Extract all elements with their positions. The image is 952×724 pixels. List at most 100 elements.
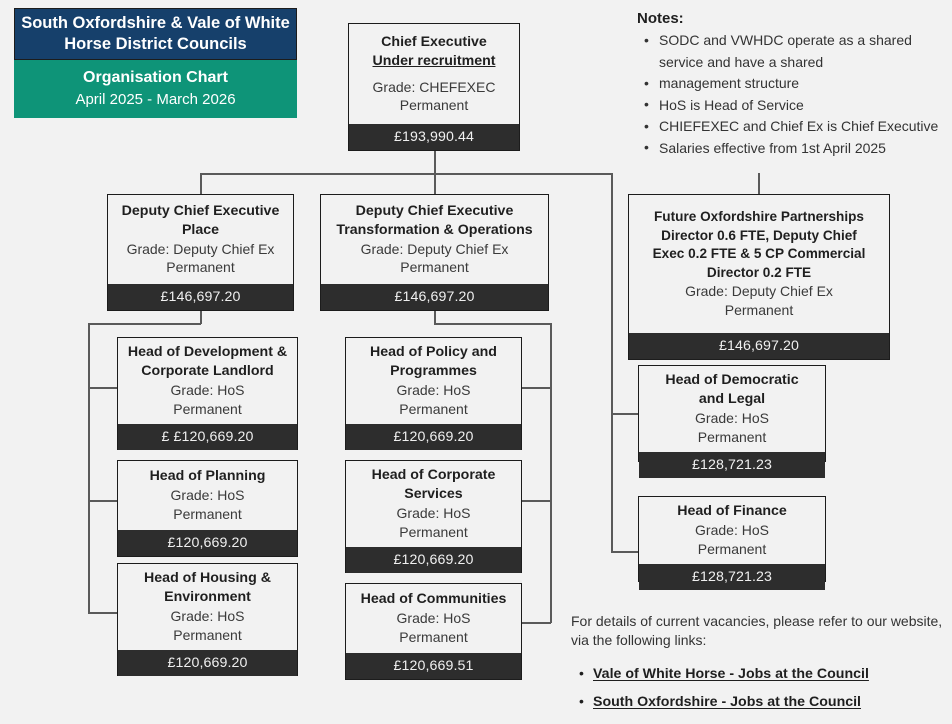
list-item: South Oxfordshire - Jobs at the Council [571,688,952,716]
node-role-line: Head of Planning [149,468,266,484]
node-tenure: Permanent [399,523,468,540]
node-salary: £128,721.23 [639,564,825,590]
connector-drop-place [200,173,202,195]
node-grade: Grade: HoS [170,487,245,503]
link-vale-of-white-horse-jobs[interactable]: Vale of White Horse - Jobs at the Counci… [593,666,869,682]
node-tenure: Permanent [724,301,794,318]
node-tenure: Permanent [697,540,767,557]
node-body: Head of Planning Grade: HoS Permanent [118,461,297,530]
node-chief-executive[interactable]: Chief Executive Under recruitment Grade:… [348,23,520,151]
node-future-oxfordshire-partnerships[interactable]: Future Oxfordshire Partnerships Director… [628,194,890,360]
node-role-line: Director 0.6 FTE, Deputy Chief [661,227,857,243]
node-tenure: Permanent [166,259,235,275]
connector-place-drop [200,310,202,324]
node-head-of-corporate-services[interactable]: Head of Corporate Services Grade: HoS Pe… [345,460,522,573]
node-grade: Grade: HoS [695,410,769,426]
node-role-line: Head of Finance [677,503,787,519]
connector-left-stub-planning [88,500,117,502]
node-head-of-planning[interactable]: Head of Planning Grade: HoS Permanent £1… [117,460,298,557]
node-role-line: Head of Development & [127,344,288,360]
notes-item: SODC and VWHDC operate as a shared servi… [637,30,952,73]
node-head-of-development-corporate-landlord[interactable]: Head of Development & Corporate Landlord… [117,337,298,450]
notes-heading: Notes: [637,10,684,27]
connector-left-spine [88,323,90,613]
vacancies-footer: For details of current vacancies, please… [571,612,952,716]
node-role-line: Environment [164,589,251,605]
node-tenure: Permanent [400,259,469,275]
node-role-line: Deputy Chief Executive [121,202,280,219]
node-body: Head of Communities Grade: HoS Permanent [346,584,521,653]
node-tenure: Permanent [173,400,242,417]
node-salary: £ £120,669.20 [118,424,297,450]
connector-middle-stub-policy [521,387,551,389]
council-name-text: South Oxfordshire & Vale of White Horse … [21,14,290,53]
node-role-line: Head of Corporate [371,467,496,483]
node-role-line: Future Oxfordshire Partnerships [654,209,864,224]
notes-item: CHIEFEXEC and Chief Ex is Chief Executiv… [637,116,952,138]
chart-period-text: April 2025 - March 2026 [75,91,236,108]
link-south-oxfordshire-jobs[interactable]: South Oxfordshire - Jobs at the Council [593,694,862,710]
node-deputy-chief-executive-place[interactable]: Deputy Chief Executive Place Grade: Depu… [107,194,294,311]
node-salary: £146,697.20 [629,333,889,359]
node-role-line: Transformation & Operations [336,221,533,238]
node-role-line: Head of Democratic [665,372,799,388]
node-grade: Grade: CHEFEXEC [372,78,496,95]
node-role-line: Services [404,486,463,502]
connector-transformation-elbow [434,323,551,325]
node-grade: Grade: Deputy Chief Ex [126,240,275,257]
connector-top-bus [200,173,612,175]
node-salary: £120,669.51 [346,653,521,679]
node-head-of-housing-environment[interactable]: Head of Housing & Environment Grade: HoS… [117,563,298,676]
node-body: Head of Development & Corporate Landlord… [118,338,297,424]
connector-middle-stub-communities [521,622,551,624]
node-grade: Grade: HoS [170,608,245,624]
node-head-of-communities[interactable]: Head of Communities Grade: HoS Permanent… [345,583,522,680]
connector-drop-transformation [434,173,436,195]
node-salary: £128,721.23 [639,452,825,478]
notes-list: SODC and VWHDC operate as a shared servi… [637,30,952,159]
node-role-line: Place [181,221,220,238]
node-grade: Grade: HoS [396,610,471,626]
connector-transformation-drop [434,310,436,324]
node-body: Chief Executive Under recruitment Grade:… [349,24,519,124]
connector-drop-future-box [758,173,760,195]
node-tenure: Permanent [173,626,242,643]
node-body: Deputy Chief Executive Transformation & … [321,195,548,284]
node-grade: Grade: HoS [396,505,471,521]
chart-title-text: Organisation Chart [83,69,228,86]
node-body: Deputy Chief Executive Place Grade: Depu… [108,195,293,284]
node-tenure: Permanent [399,400,468,417]
node-tenure: Permanent [399,628,468,645]
node-body: Head of Corporate Services Grade: HoS Pe… [346,461,521,547]
node-body: Head of Policy and Programmes Grade: HoS… [346,338,521,424]
notes-item: Salaries effective from 1st April 2025 [637,137,952,160]
node-salary: £193,990.44 [349,124,519,150]
node-deputy-chief-executive-transformation[interactable]: Deputy Chief Executive Transformation & … [320,194,549,311]
chart-subtitle-banner: Organisation Chart April 2025 - March 20… [14,60,297,118]
node-salary: £146,697.20 [321,284,548,310]
node-salary: £120,669.20 [346,424,521,450]
node-salary: £120,669.20 [118,650,297,676]
council-name-banner: South Oxfordshire & Vale of White Horse … [14,8,297,60]
node-role-status: Under recruitment [372,52,496,69]
node-head-of-finance[interactable]: Head of Finance Grade: HoS Permanent £12… [638,496,826,590]
node-head-of-policy-programmes[interactable]: Head of Policy and Programmes Grade: HoS… [345,337,522,450]
node-role-line: Director 0.2 FTE [706,264,812,280]
node-body: Future Oxfordshire Partnerships Director… [629,195,889,333]
node-head-of-democratic-legal[interactable]: Head of Democratic and Legal Grade: HoS … [638,365,826,478]
list-item: Vale of White Horse - Jobs at the Counci… [571,660,952,688]
notes-item: management structure [637,73,952,95]
node-role-line: Programmes [390,363,477,379]
connector-middle-spine [550,323,552,623]
connector-left-stub-housing [88,612,117,614]
node-salary: £146,697.20 [108,284,293,310]
connector-right-stub-democratic [611,413,639,415]
notes-item: HoS is Head of Service [637,94,952,117]
node-grade: Grade: HoS [170,382,245,398]
node-role-line: Head of Communities [360,591,507,607]
node-role-line: Head of Policy and [370,344,497,360]
node-role-line: Deputy Chief Executive [355,202,514,219]
node-grade: Grade: Deputy Chief Ex [685,283,833,299]
node-role-line: Head of Housing & [144,570,271,586]
connector-middle-stub-corporate [521,500,551,502]
